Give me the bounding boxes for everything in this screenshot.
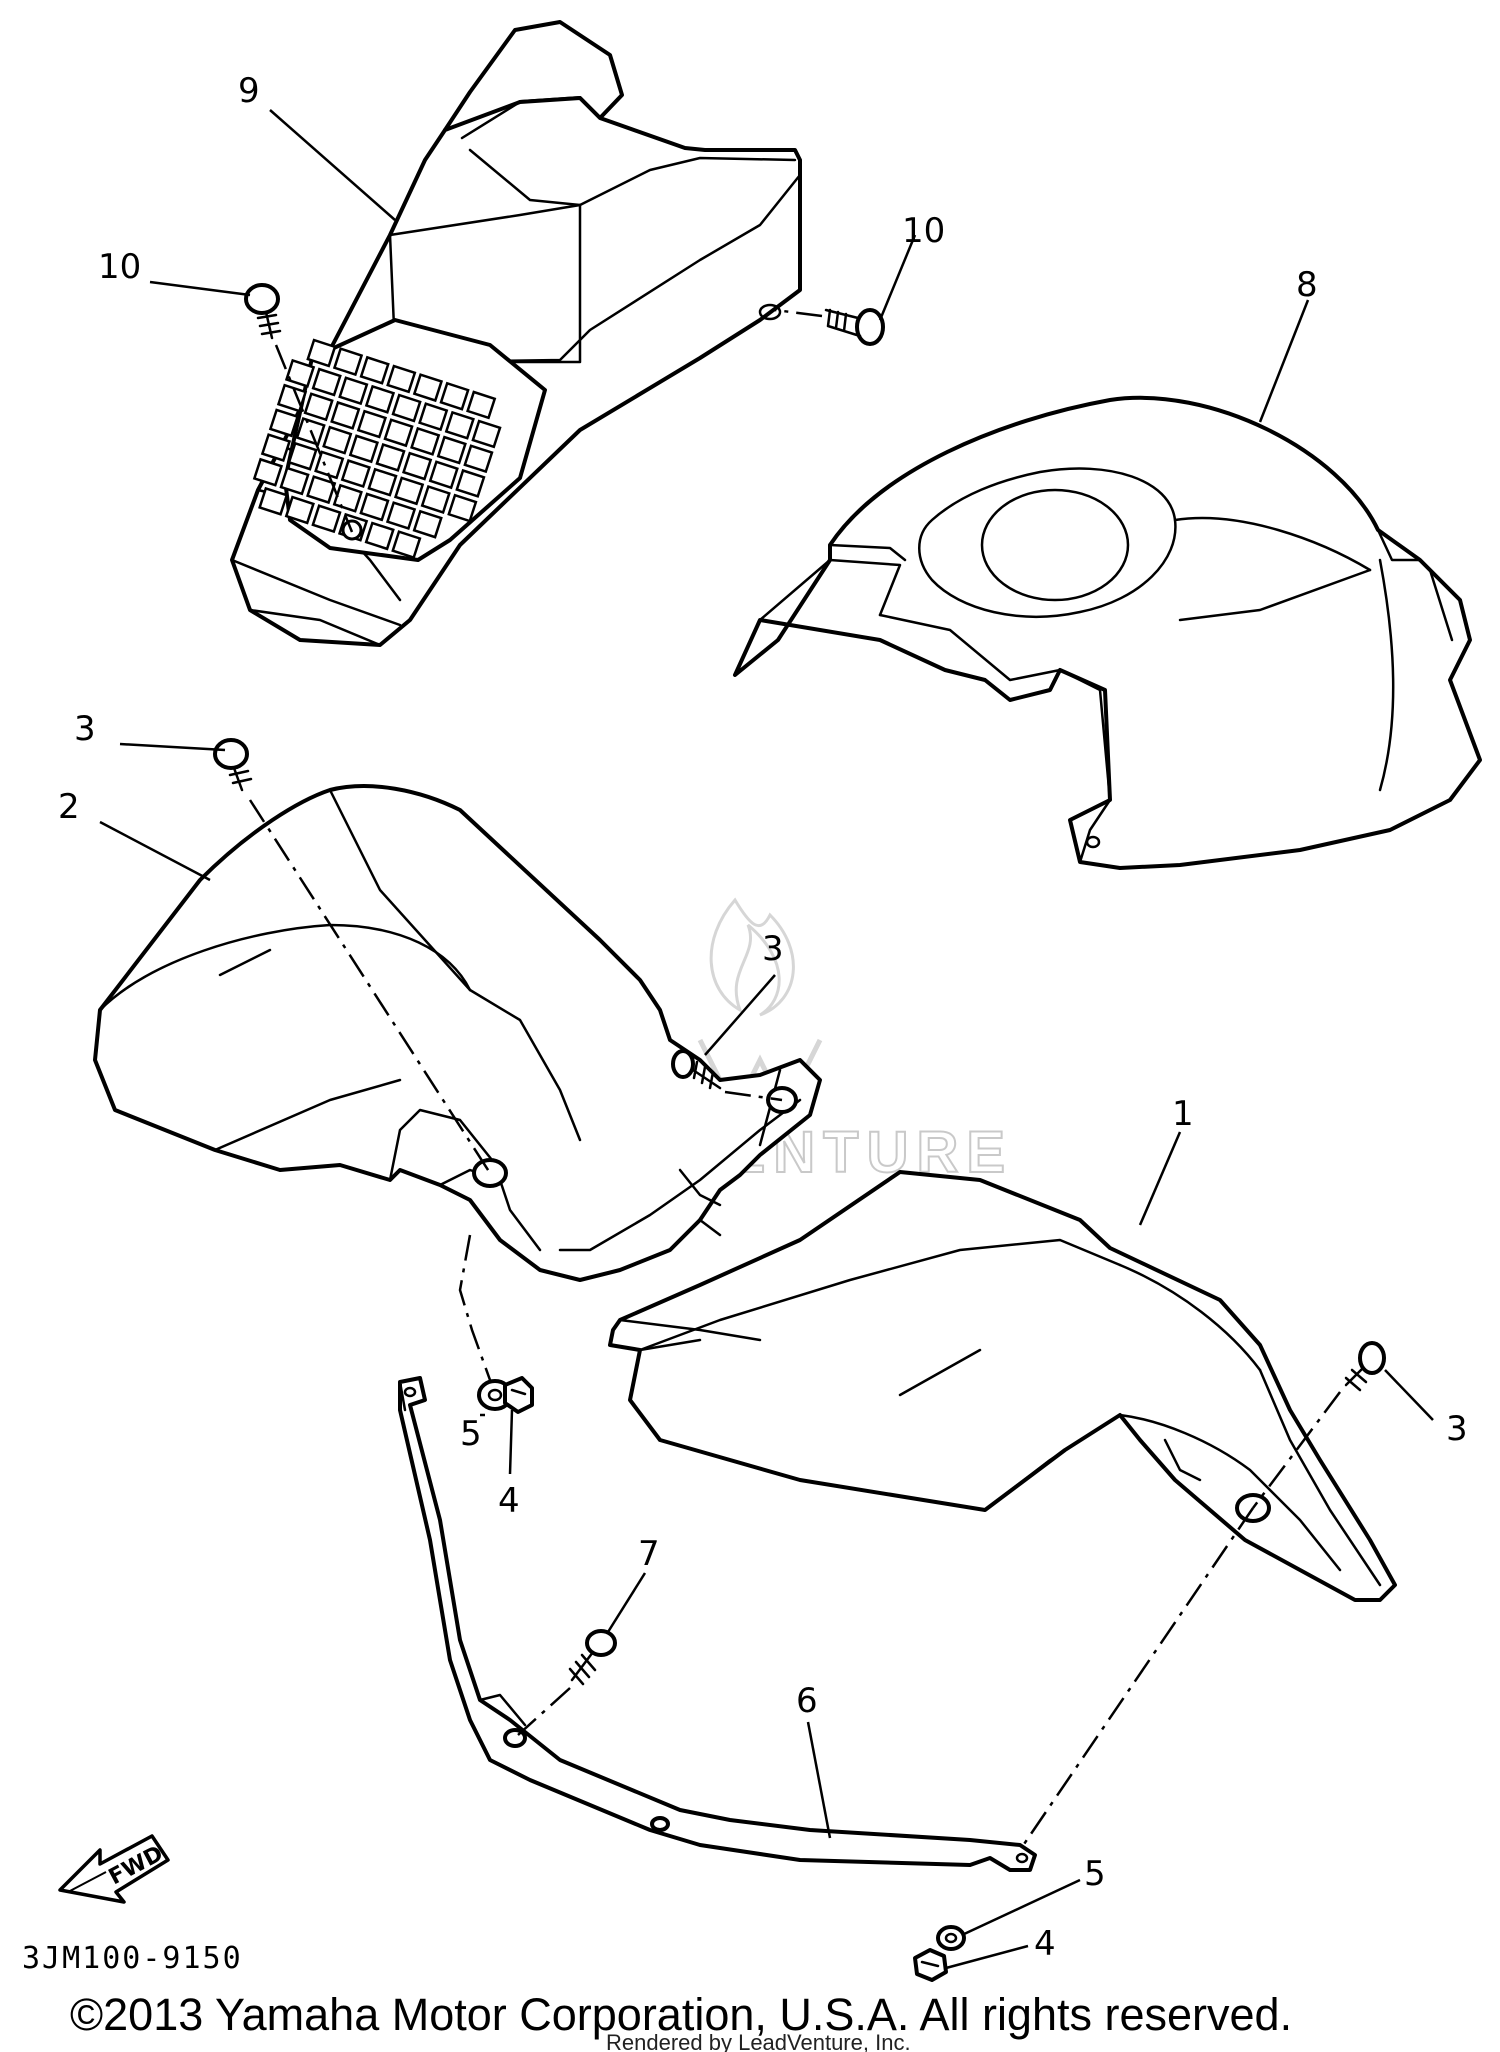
- callout-4-left: 4: [498, 1481, 520, 1521]
- part-6-stay: [398, 1376, 1037, 1872]
- diagram-code: 3JM100-9150: [22, 1941, 243, 1976]
- bolt-7: [517, 1629, 617, 1736]
- fwd-arrow-icon: FWD: [58, 1834, 170, 1904]
- grille-mesh: [252, 338, 502, 560]
- callout-1: 1: [1172, 1094, 1194, 1134]
- part-9-front-cover: [230, 20, 802, 647]
- part-8-tank-cover: [733, 395, 1482, 870]
- callout-9: 9: [238, 71, 260, 111]
- callout-10-right: 10: [902, 211, 945, 251]
- callout-7: 7: [638, 1534, 660, 1574]
- washer-nut-left: [458, 1234, 534, 1414]
- callout-2: 2: [58, 787, 80, 827]
- callout-3-right: 3: [1446, 1409, 1468, 1449]
- part-1-rear-fender: [608, 1170, 1397, 1602]
- callout-3-upper-left: 3: [74, 709, 96, 749]
- screw-10-left: [244, 283, 354, 533]
- washer-nut-right: [913, 1507, 1255, 1982]
- rendered-by-credit: Rendered by LeadVenture, Inc.: [606, 2030, 911, 2052]
- callout-5-left: 5: [460, 1414, 482, 1454]
- screw-10-right: [774, 308, 885, 346]
- callout-3-middle: 3: [762, 929, 784, 969]
- callout-4-right: 4: [1034, 1924, 1056, 1964]
- callout-labels: 9 10 10 8 3 2 3 1 3 5 4 7 6 5 4: [58, 71, 1468, 1964]
- callout-6: 6: [796, 1681, 818, 1721]
- callout-10-left: 10: [98, 247, 141, 287]
- callout-8: 8: [1296, 265, 1318, 305]
- screw-3-right: [1252, 1341, 1386, 1509]
- callout-5-right: 5: [1084, 1854, 1106, 1894]
- leader-lines: [99, 109, 1434, 1970]
- screw-3-middle: [671, 1049, 783, 1102]
- copyright-notice: ©2013 Yamaha Motor Corporation, U.S.A. A…: [70, 1989, 1292, 2040]
- screw-3-upper-left: [213, 738, 492, 1174]
- part-2-front-fender: [93, 784, 822, 1282]
